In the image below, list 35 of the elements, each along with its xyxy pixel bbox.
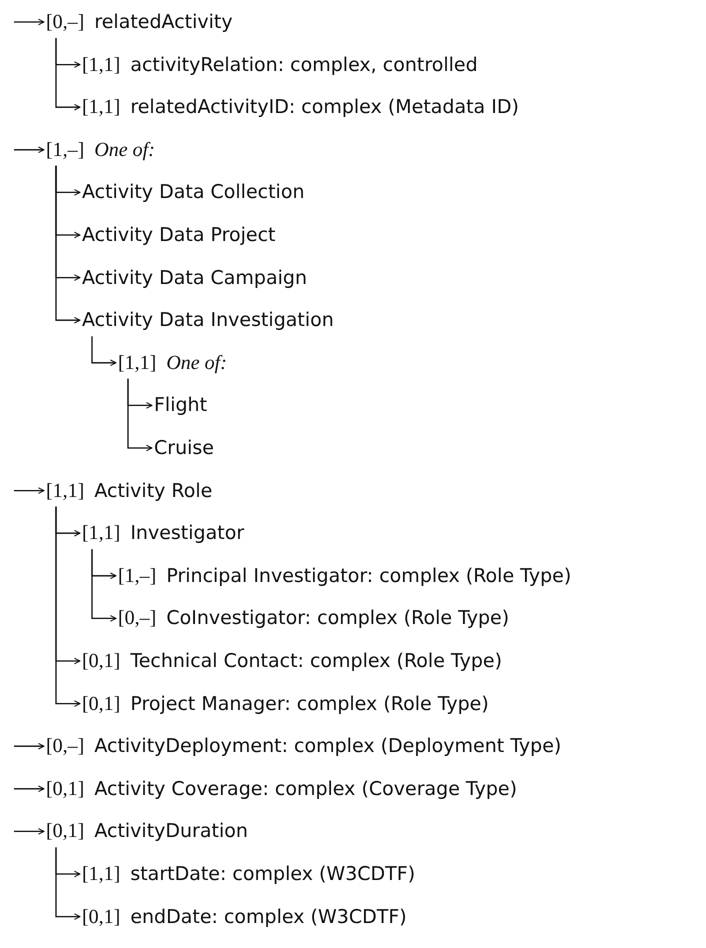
- tree-item: [0,–] CoInvestigator: complex (Role Type): [116, 602, 512, 634]
- tree-item: Activity Data Investigation: [80, 304, 336, 336]
- arrow: [14, 487, 44, 494]
- arrow: [127, 378, 152, 452]
- arrow: [14, 146, 44, 154]
- tree-item: [0,1] Technical Contact: complex (Role Type): [80, 645, 504, 677]
- tree-item: [1,1] startDate: complex (W3CDTF): [80, 858, 418, 890]
- tree-item: [1,–] Principal Investigator: complex (Role Type): [116, 560, 574, 592]
- arrow: [55, 847, 80, 920]
- tree-item: [0,1] ActivityDuration: [44, 815, 250, 848]
- arrow: [91, 336, 116, 366]
- arrow: [55, 506, 80, 707]
- tree-item: [0,1] Activity Coverage: complex (Coverage Type): [44, 772, 519, 805]
- tree-item: [1,1] relatedActivityID: complex (Metadata ID): [80, 91, 521, 124]
- tree-item: Activity Data Project: [80, 219, 278, 251]
- tree-item: [1,1] Investigator: [80, 517, 246, 550]
- tree-item: Cruise: [152, 432, 216, 464]
- tree-item: Activity Data Collection: [80, 176, 306, 208]
- arrow: [14, 786, 44, 792]
- tree-item: [0,–] relatedActivity: [44, 6, 235, 38]
- arrow: [55, 38, 80, 110]
- tree-item: [0,1] endDate: complex (W3CDTF): [80, 900, 409, 933]
- arrow: [14, 742, 44, 750]
- arrow: [91, 549, 116, 622]
- arrow: [14, 18, 44, 26]
- tree-item: [1,1] One of:: [116, 346, 229, 379]
- tree-item: Activity Data Campaign: [80, 262, 310, 294]
- tree-item: Flight: [152, 389, 210, 422]
- tree-item: [0,–] ActivityDeployment: complex (Deployment Type): [44, 730, 564, 762]
- tree-item: [1,1] activityRelation: complex, controlled: [80, 48, 480, 81]
- arrow: [55, 166, 80, 324]
- arrow: [14, 828, 44, 835]
- tree-item: [0,1] Project Manager: complex (Role Type): [80, 688, 491, 720]
- tree-item: [1,1] Activity Role: [44, 474, 214, 507]
- tree-item: [1,–] One of:: [44, 134, 157, 166]
